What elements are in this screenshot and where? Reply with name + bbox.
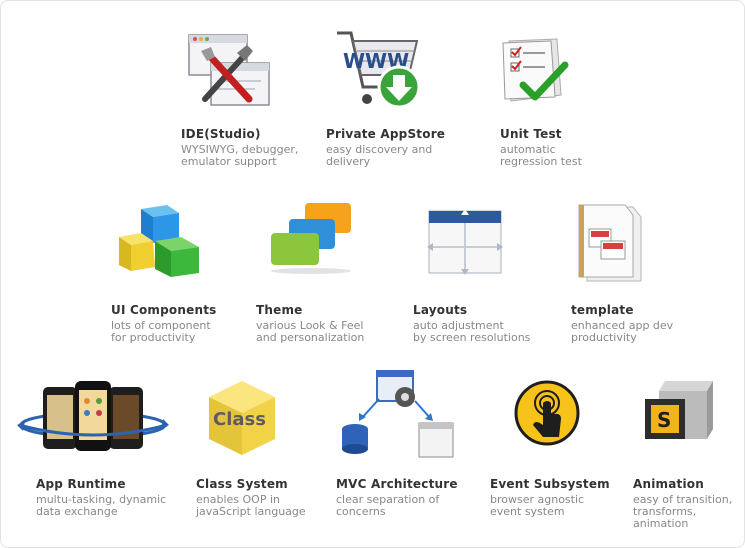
touch-hand-icon <box>513 379 581 447</box>
feature-description: browser agnostic event system <box>490 493 585 518</box>
feature-title: MVC Architecture <box>336 477 458 491</box>
feature-description: easy of transition, transforms, animatio… <box>633 493 733 530</box>
template-document-icon <box>575 203 645 283</box>
class-cube-icon: Class <box>205 379 279 457</box>
mvc-diagram-icon <box>339 367 459 467</box>
feature-description: WYSIWYG, debugger, emulator support <box>181 143 299 168</box>
feature-title: template <box>571 303 634 317</box>
feature-title: Theme <box>256 303 303 317</box>
feature-description: enables OOP in javaScript language <box>196 493 306 518</box>
feature-description: various Look & Feel and personalization <box>256 319 365 344</box>
feature-description: easy discovery and delivery <box>326 143 433 168</box>
s-label: S <box>657 408 671 432</box>
feature-title: Private AppStore <box>326 127 446 141</box>
feature-description: lots of component for productivity <box>111 319 211 344</box>
feature-description: enhanced app dev productivity <box>571 319 674 344</box>
ide-tools-icon <box>187 33 273 111</box>
feature-description: clear separation of concerns <box>336 493 440 518</box>
theme-blocks-icon <box>267 201 355 275</box>
feature-title: UI Components <box>111 303 217 317</box>
phones-icon <box>17 379 169 457</box>
feature-title: Unit Test <box>500 127 562 141</box>
cubes-icon <box>115 203 207 279</box>
feature-title: IDE(Studio) <box>181 127 261 141</box>
feature-description: automatic regression test <box>500 143 582 168</box>
feature-description: auto adjustment by screen resolutions <box>413 319 531 344</box>
layout-grid-icon <box>425 207 505 277</box>
feature-title: Class System <box>196 477 288 491</box>
animation-box-icon: S <box>643 377 719 449</box>
appstore-cart-icon: WWW <box>333 25 425 113</box>
feature-title: App Runtime <box>36 477 126 491</box>
class-label: Class <box>213 409 266 430</box>
feature-description: multu-tasking, dynamic data exchange <box>36 493 167 518</box>
feature-title: Event Subsystem <box>490 477 610 491</box>
checklist-icon <box>489 35 569 107</box>
feature-title: Animation <box>633 477 704 491</box>
feature-title: Layouts <box>413 303 468 317</box>
